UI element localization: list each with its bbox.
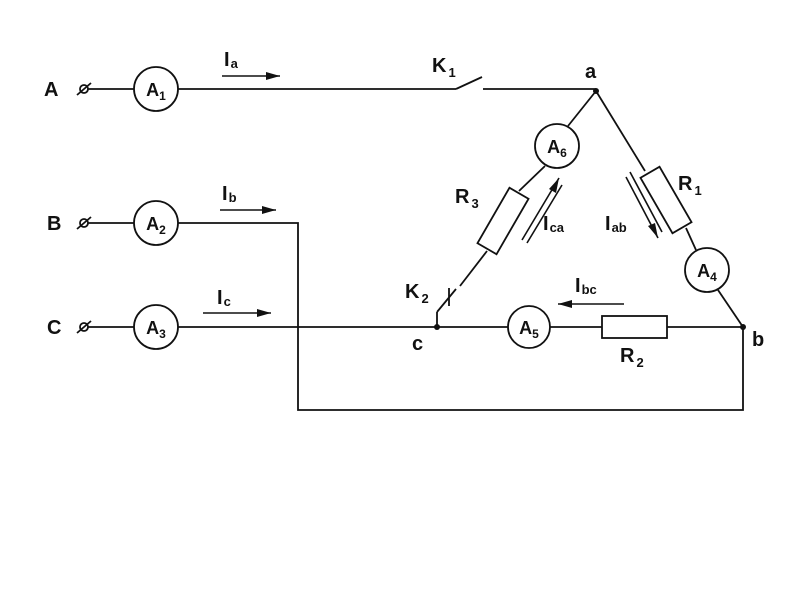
svg-text:A3: A3	[146, 318, 166, 341]
switch-k1-blade	[455, 76, 483, 90]
label-ica: Ica	[543, 213, 565, 235]
node-dot-b	[740, 324, 746, 330]
ammeter-a2: A2	[133, 200, 179, 246]
ammeter-a1: A1	[133, 66, 179, 112]
arrow-ia	[222, 72, 280, 80]
resistor-r1	[639, 165, 693, 235]
label-iab: Iab	[605, 213, 627, 235]
switch-k2-blade	[436, 288, 457, 313]
wire-a4-to-b	[717, 289, 744, 328]
ammeter-a6: A6	[534, 123, 580, 169]
svg-text:A4: A4	[697, 261, 717, 284]
wire-a6-to-a	[567, 90, 597, 127]
phase-label-c: C	[47, 317, 61, 339]
svg-text:A1: A1	[146, 80, 166, 103]
node-label-a: a	[585, 61, 597, 83]
terminal-a	[76, 82, 92, 96]
label-ia: Ia	[224, 49, 239, 71]
node-dot-a	[593, 88, 599, 94]
arrow-ib	[220, 206, 276, 214]
wire-k2-to-r3	[459, 250, 488, 287]
node-label-c: c	[412, 333, 423, 355]
svg-text:A2: A2	[146, 214, 166, 237]
wire-r1-to-a4	[685, 227, 697, 251]
phase-label-a: A	[44, 79, 58, 101]
svg-text:A5: A5	[519, 318, 539, 341]
wire-a-to-r1	[595, 90, 646, 172]
resistor-r3	[476, 186, 530, 256]
label-ib: Ib	[222, 183, 237, 205]
node-dot-c	[434, 324, 440, 330]
label-ic: Ic	[217, 287, 231, 309]
arrow-ibc	[558, 300, 624, 308]
svg-text:A6: A6	[547, 137, 567, 160]
label-ibc: Ibc	[575, 275, 597, 297]
wire-b-return	[178, 222, 744, 411]
ammeter-a4: A4	[684, 247, 730, 293]
arrow-ic	[203, 309, 271, 317]
terminal-b	[76, 216, 92, 230]
node-label-b: b	[752, 329, 764, 351]
arrow-iab	[625, 171, 663, 239]
resistor-r2	[601, 315, 668, 339]
ammeter-a5: A5	[507, 305, 551, 349]
terminal-c	[76, 320, 92, 334]
phase-label-b: B	[47, 213, 61, 235]
wire-r3-to-a6	[518, 165, 546, 192]
arrow-ica	[521, 177, 563, 244]
ammeter-a3: A3	[133, 304, 179, 350]
